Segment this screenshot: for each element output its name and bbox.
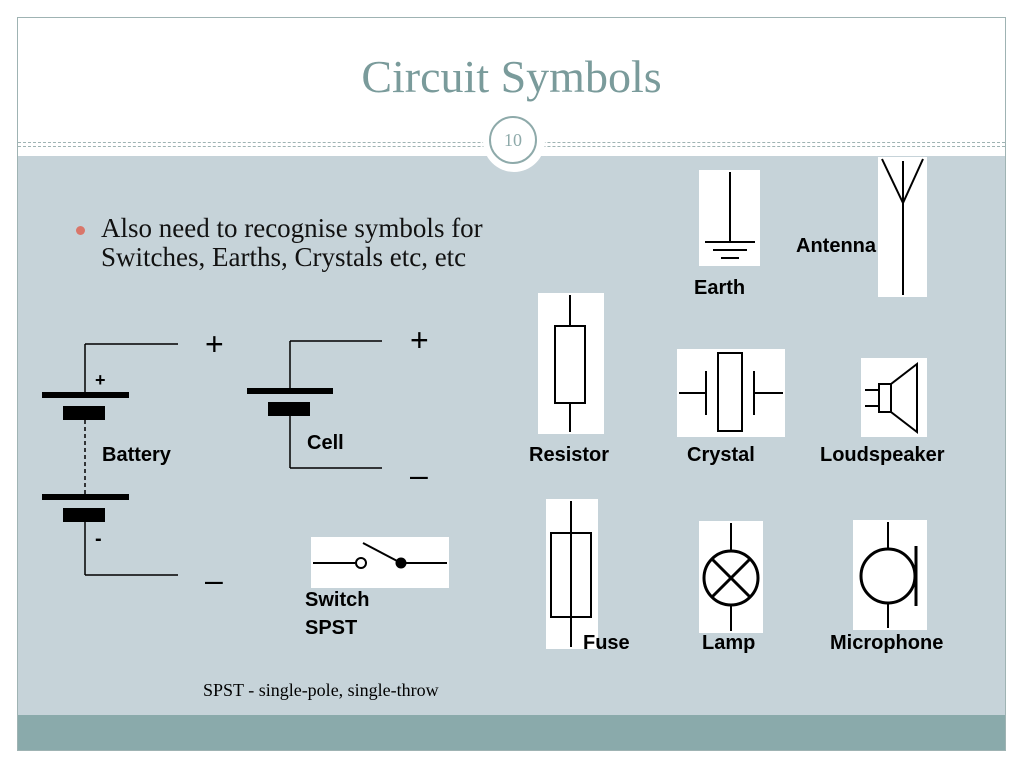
loudspeaker-label: Loudspeaker	[820, 444, 945, 466]
loudspeaker-symbol	[861, 358, 927, 437]
bullet-text: Also need to recognise symbols for Switc…	[101, 213, 483, 272]
resistor-symbol	[538, 293, 604, 434]
microphone-label: Microphone	[830, 632, 944, 654]
crystal-label: Crystal	[687, 444, 755, 466]
battery-plus-sign: +	[205, 326, 224, 362]
switch-label: Switch	[305, 589, 370, 611]
cell-plus-sign: +	[410, 322, 429, 358]
earth-label: Earth	[694, 277, 746, 299]
fuse-symbol	[546, 499, 598, 649]
resistor-label: Resistor	[529, 444, 610, 466]
switch-spst-symbol	[311, 537, 449, 588]
spst-footnote: SPST - single-pole, single-throw	[203, 680, 439, 700]
battery-minus-small: -	[95, 528, 102, 550]
cell-label: Cell	[307, 432, 344, 454]
battery-plus-small: +	[95, 370, 106, 390]
cell-minus-sign: –	[410, 457, 428, 493]
slide-title: Circuit Symbols	[361, 51, 662, 102]
crystal-symbol	[677, 349, 785, 437]
battery-minus-sign: –	[205, 562, 223, 598]
lamp-label: Lamp	[702, 632, 756, 654]
antenna-symbol	[878, 157, 927, 297]
antenna-label: Antenna	[796, 235, 876, 257]
lamp-symbol	[699, 521, 763, 633]
page-number: 10	[489, 116, 537, 164]
switch-spst-label: SPST	[305, 617, 358, 639]
bullet-icon	[76, 226, 85, 235]
battery-label: Battery	[102, 444, 171, 466]
footer-bar	[18, 715, 1005, 750]
fuse-label: Fuse	[583, 632, 630, 654]
earth-symbol	[699, 170, 760, 266]
microphone-symbol	[853, 520, 927, 630]
